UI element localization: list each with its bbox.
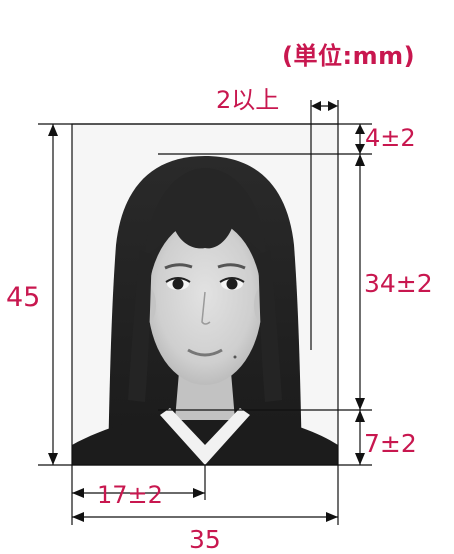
unit-label: (単位:mm) xyxy=(282,42,416,70)
arrowheads xyxy=(48,101,365,522)
portrait-photo xyxy=(72,124,338,465)
dimension-lines xyxy=(38,100,372,525)
photo-width-label: 35 xyxy=(189,525,221,554)
center-offset-label: 17±2 xyxy=(97,481,163,509)
min-gap-label: 2以上 xyxy=(216,86,280,114)
top-margin-label: 4±2 xyxy=(365,124,416,152)
photo-height-label: 45 xyxy=(6,282,41,313)
bottom-margin-label: 7±2 xyxy=(364,429,417,458)
face-height-label: 34±2 xyxy=(364,269,433,298)
